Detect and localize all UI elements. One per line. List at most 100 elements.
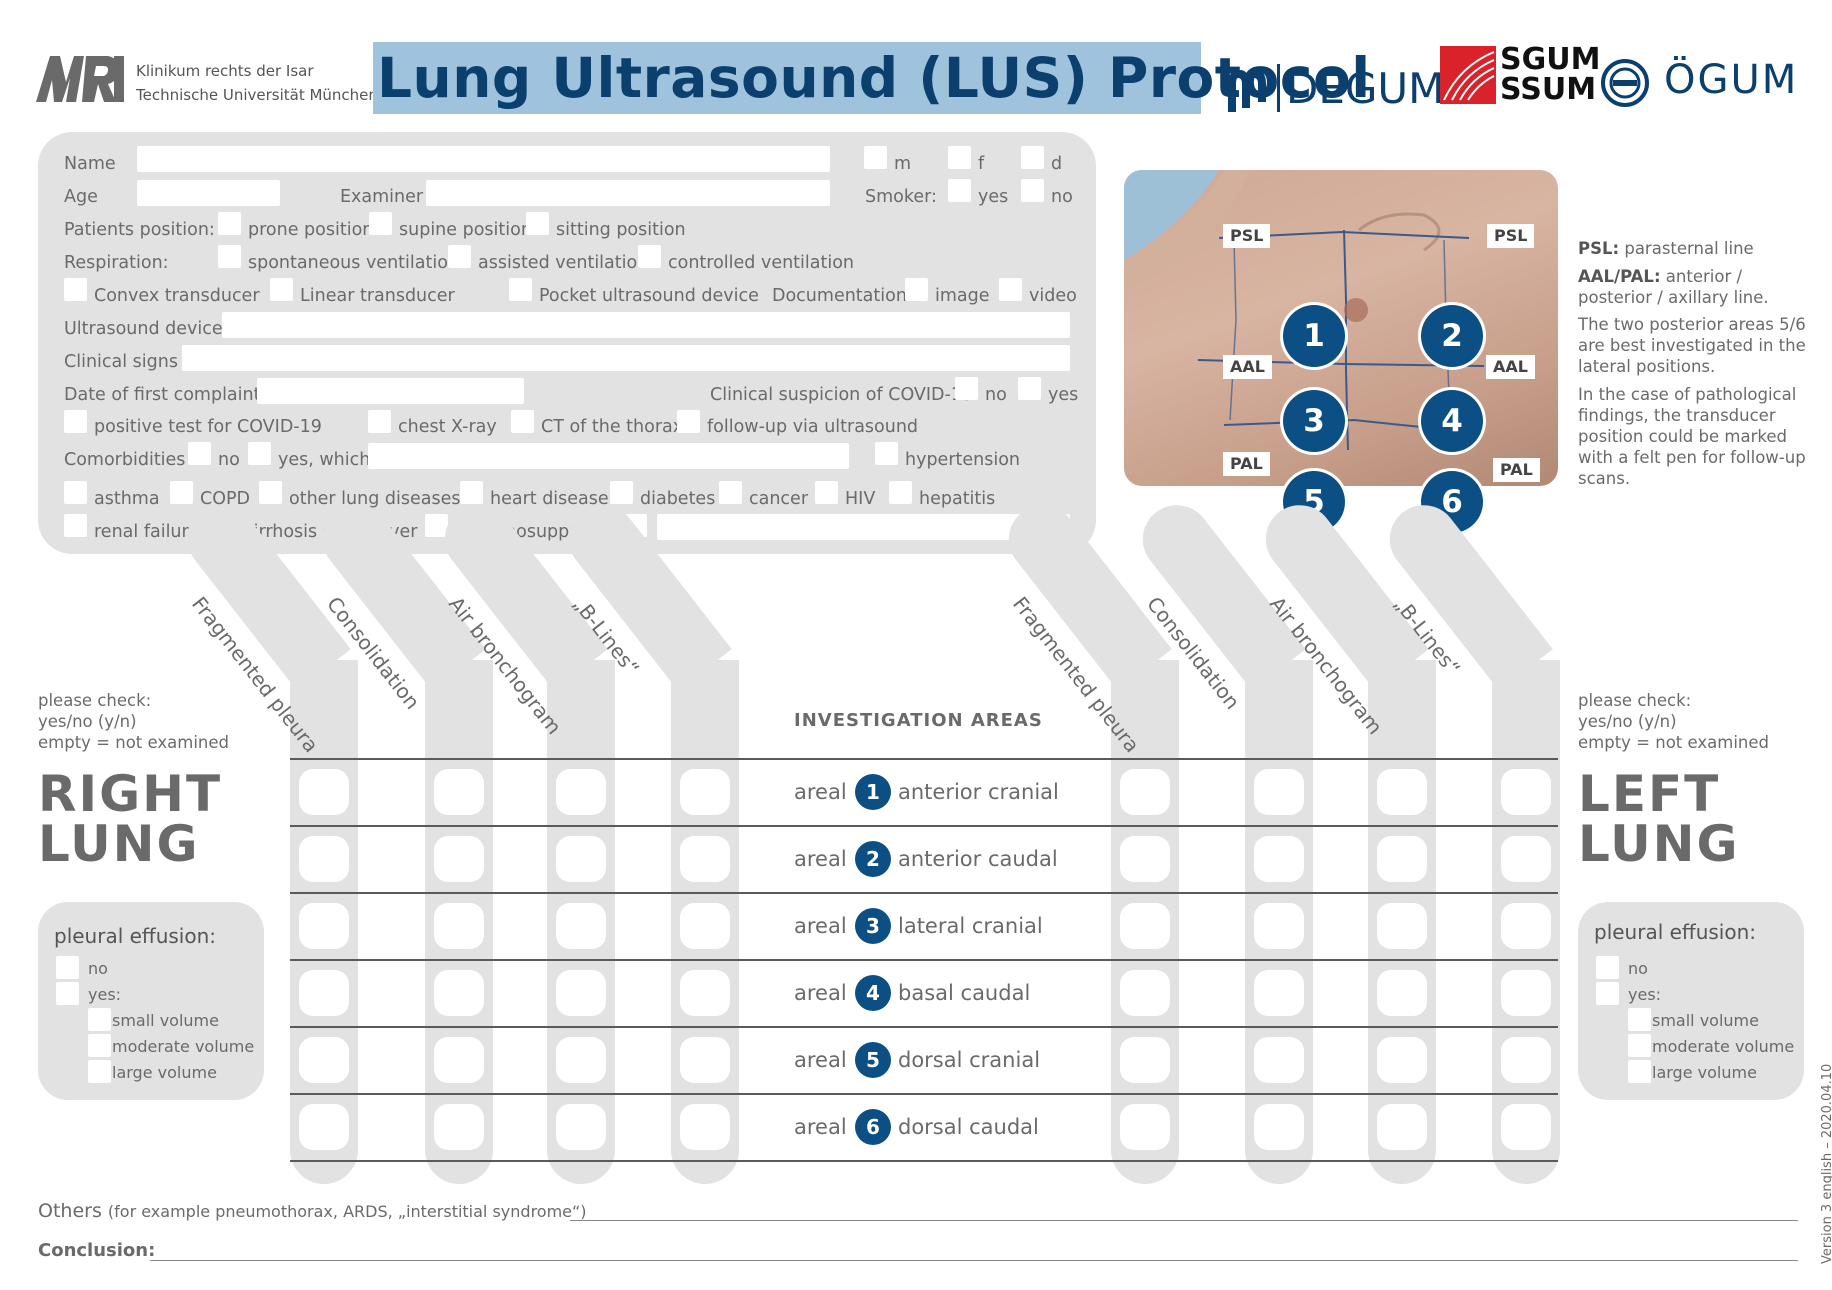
smoker-no-checkbox[interactable] [1021, 179, 1044, 202]
copd-checkbox[interactable] [170, 481, 193, 504]
smoker-yes-checkbox[interactable] [948, 179, 971, 202]
right-area1-consolidation-box[interactable] [434, 768, 484, 815]
video-checkbox[interactable] [999, 278, 1022, 301]
right-area2-fragmented-pleura-box[interactable] [299, 835, 349, 882]
right-pleural-yes-checkbox[interactable] [56, 982, 79, 1005]
hepatitis-checkbox[interactable] [889, 481, 912, 504]
left-area3-fragmented-pleura-box[interactable] [1120, 902, 1170, 949]
positive-test-checkbox[interactable] [64, 410, 87, 433]
left-moderate-volume-checkbox[interactable] [1628, 1034, 1651, 1057]
left-area6-consolidation-box[interactable] [1254, 1103, 1304, 1150]
left-area6-b-lines-box[interactable] [1501, 1103, 1551, 1150]
left-pleural-no-checkbox[interactable] [1596, 956, 1619, 979]
left-small-volume-checkbox[interactable] [1628, 1008, 1651, 1031]
left-area5-air-bronchogram-box[interactable] [1377, 1036, 1427, 1083]
right-large-volume-checkbox[interactable] [88, 1060, 111, 1083]
como-yes-checkbox[interactable] [248, 442, 271, 465]
left-area5-fragmented-pleura-box[interactable] [1120, 1036, 1170, 1083]
left-area2-b-lines-box[interactable] [1501, 835, 1551, 882]
right-area5-b-lines-box[interactable] [680, 1036, 730, 1083]
right-area4-air-bronchogram-box[interactable] [556, 969, 606, 1016]
followup-checkbox[interactable] [677, 410, 700, 433]
prone-checkbox[interactable] [218, 212, 241, 235]
right-area3-air-bronchogram-box[interactable] [556, 902, 606, 949]
right-area1-air-bronchogram-box[interactable] [556, 768, 606, 815]
suspicion-no-checkbox[interactable] [955, 377, 978, 400]
examiner-field[interactable] [426, 180, 830, 206]
right-area4-b-lines-box[interactable] [680, 969, 730, 1016]
sex-d-checkbox[interactable] [1021, 146, 1044, 169]
right-moderate-volume-checkbox[interactable] [88, 1034, 111, 1057]
left-area1-consolidation-box[interactable] [1254, 768, 1304, 815]
left-area4-consolidation-box[interactable] [1254, 969, 1304, 1016]
left-area2-consolidation-box[interactable] [1254, 835, 1304, 882]
suspicion-yes-checkbox[interactable] [1018, 377, 1041, 400]
comorbidities-field[interactable] [368, 443, 849, 469]
supine-checkbox[interactable] [369, 212, 392, 235]
left-area4-b-lines-box[interactable] [1501, 969, 1551, 1016]
name-field[interactable] [137, 146, 830, 172]
conclusion-field[interactable] [150, 1260, 1798, 1261]
left-area2-fragmented-pleura-box[interactable] [1120, 835, 1170, 882]
left-area1-air-bronchogram-box[interactable] [1377, 768, 1427, 815]
immuno-checkbox[interactable] [425, 514, 448, 537]
right-area4-consolidation-box[interactable] [434, 969, 484, 1016]
right-area2-consolidation-box[interactable] [434, 835, 484, 882]
right-small-volume-checkbox[interactable] [88, 1008, 111, 1031]
left-area3-b-lines-box[interactable] [1501, 902, 1551, 949]
left-large-volume-checkbox[interactable] [1628, 1060, 1651, 1083]
right-area3-fragmented-pleura-box[interactable] [299, 902, 349, 949]
como-no-checkbox[interactable] [188, 442, 211, 465]
controlled-checkbox[interactable] [638, 245, 661, 268]
others-field[interactable] [570, 1220, 1798, 1221]
sex-m-checkbox[interactable] [864, 146, 887, 169]
cancer-checkbox[interactable] [719, 481, 742, 504]
hiv-checkbox[interactable] [815, 481, 838, 504]
right-area6-consolidation-box[interactable] [434, 1103, 484, 1150]
right-area4-fragmented-pleura-box[interactable] [299, 969, 349, 1016]
left-area3-air-bronchogram-box[interactable] [1377, 902, 1427, 949]
diabetes-checkbox[interactable] [610, 481, 633, 504]
spontaneous-checkbox[interactable] [218, 245, 241, 268]
right-area5-consolidation-box[interactable] [434, 1036, 484, 1083]
left-area3-consolidation-box[interactable] [1254, 902, 1304, 949]
clinical-signs-field[interactable] [182, 345, 1070, 371]
right-area2-air-bronchogram-box[interactable] [556, 835, 606, 882]
right-area2-b-lines-box[interactable] [680, 835, 730, 882]
first-complaints-field[interactable] [257, 378, 524, 404]
right-area3-b-lines-box[interactable] [680, 902, 730, 949]
left-pleural-yes-checkbox[interactable] [1596, 982, 1619, 1005]
right-area6-b-lines-box[interactable] [680, 1103, 730, 1150]
convex-checkbox[interactable] [64, 278, 87, 301]
right-area5-air-bronchogram-box[interactable] [556, 1036, 606, 1083]
right-area5-fragmented-pleura-box[interactable] [299, 1036, 349, 1083]
sex-f-checkbox[interactable] [948, 146, 971, 169]
right-area6-fragmented-pleura-box[interactable] [299, 1103, 349, 1150]
right-area1-b-lines-box[interactable] [680, 768, 730, 815]
left-area6-fragmented-pleura-box[interactable] [1120, 1103, 1170, 1150]
right-pleural-no-checkbox[interactable] [56, 956, 79, 979]
xray-checkbox[interactable] [368, 410, 391, 433]
hypertension-checkbox[interactable] [875, 442, 898, 465]
age-field[interactable] [137, 180, 280, 206]
assisted-checkbox[interactable] [448, 245, 471, 268]
heart-checkbox[interactable] [460, 481, 483, 504]
pocket-checkbox[interactable] [509, 278, 532, 301]
device-field[interactable] [222, 312, 1070, 338]
left-area1-fragmented-pleura-box[interactable] [1120, 768, 1170, 815]
right-area1-fragmented-pleura-box[interactable] [299, 768, 349, 815]
renal-checkbox[interactable] [64, 514, 87, 537]
left-area6-air-bronchogram-box[interactable] [1377, 1103, 1427, 1150]
other-lung-checkbox[interactable] [259, 481, 282, 504]
image-checkbox[interactable] [905, 278, 928, 301]
left-area5-consolidation-box[interactable] [1254, 1036, 1304, 1083]
left-area1-b-lines-box[interactable] [1501, 768, 1551, 815]
sitting-checkbox[interactable] [526, 212, 549, 235]
asthma-checkbox[interactable] [64, 481, 87, 504]
linear-checkbox[interactable] [270, 278, 293, 301]
left-area4-air-bronchogram-box[interactable] [1377, 969, 1427, 1016]
right-area3-consolidation-box[interactable] [434, 902, 484, 949]
left-area5-b-lines-box[interactable] [1501, 1036, 1551, 1083]
ct-checkbox[interactable] [511, 410, 534, 433]
left-area4-fragmented-pleura-box[interactable] [1120, 969, 1170, 1016]
